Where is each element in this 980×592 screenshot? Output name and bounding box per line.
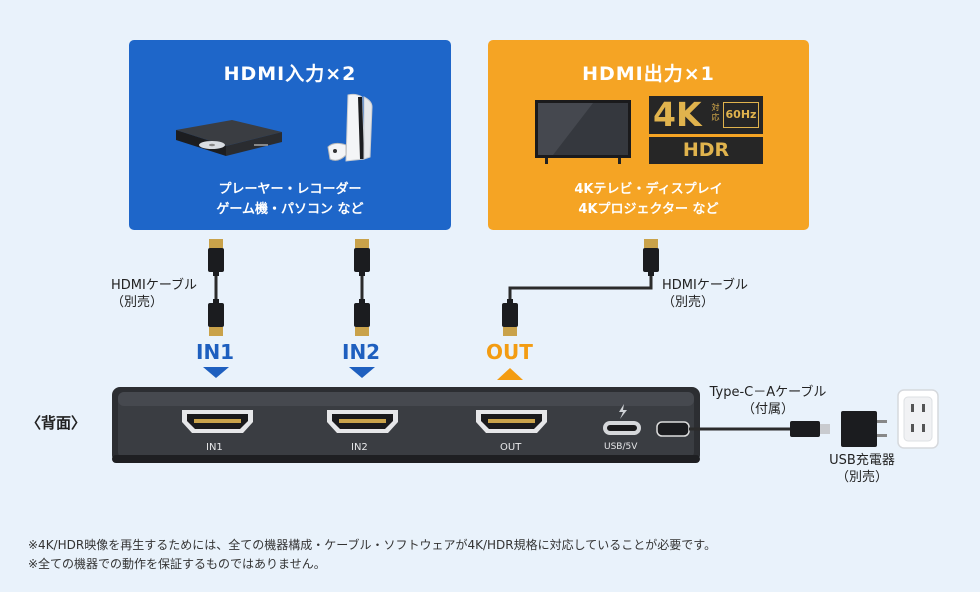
- charger-label: USB充電器 （別売）: [812, 452, 912, 486]
- hdmi-cable-in2: [354, 239, 370, 336]
- out-label: OUT: [486, 340, 533, 364]
- cable-label-right-line2: （別売）: [662, 295, 715, 310]
- cable-label-left: HDMIケーブル （別売）: [111, 277, 197, 311]
- hdmi-cable-out: [502, 239, 659, 336]
- port-text-in1: IN1: [206, 442, 223, 453]
- lightning-icon: [619, 404, 627, 419]
- usb-c-port: [603, 404, 641, 435]
- hdmi-input-desc: プレーヤー・レコーダー ゲーム機・パソコン など: [129, 180, 451, 220]
- hdmi-input-box: HDMI入力×2 プレーヤー・レコーダー ゲーム機・パソコン など: [129, 40, 451, 230]
- in1-label: IN1: [196, 340, 235, 364]
- hdr-badge: HDR: [649, 137, 763, 164]
- hdmi-port-in1: [182, 410, 253, 433]
- 4k-badge-text: 4K: [653, 95, 702, 134]
- port-text-in2: IN2: [351, 442, 368, 453]
- wall-outlet-icon: [897, 389, 939, 449]
- hdmi-input-title: HDMI入力×2: [223, 63, 357, 85]
- cable-label-left-line1: HDMIケーブル: [111, 278, 198, 293]
- switch-device-back: [112, 387, 700, 463]
- tv-icon: [535, 100, 631, 164]
- out-arrow-icon: [497, 368, 523, 380]
- port-text-usb: USB/5V: [604, 442, 638, 452]
- in2-arrow-icon: [349, 367, 375, 378]
- usb-charger-icon: [841, 411, 887, 447]
- 4k-badge-taio: 対応: [711, 103, 720, 122]
- in1-arrow-icon: [203, 367, 229, 378]
- port-text-out: OUT: [500, 442, 522, 453]
- cable-label-right-line1: HDMIケーブル: [662, 278, 749, 293]
- hdmi-cable-in1: [208, 239, 224, 336]
- hdmi-port-out: [476, 410, 547, 433]
- hdmi-input-desc-line1: プレーヤー・レコーダー: [218, 182, 362, 197]
- back-label: 〈背面〉: [26, 414, 87, 432]
- usb-c-cable: [656, 421, 830, 437]
- in2-label: IN2: [342, 340, 381, 364]
- usb-cable-label-line2: （付属）: [741, 402, 794, 417]
- hdmi-output-desc-line2: 4Kプロジェクター など: [578, 202, 719, 217]
- hdmi-port-in2: [327, 410, 398, 433]
- cable-label-left-line2: （別売）: [111, 295, 164, 310]
- hdmi-output-desc-line1: 4Kテレビ・ディスプレイ: [574, 182, 723, 197]
- cable-label-right: HDMIケーブル （別売）: [662, 277, 748, 311]
- hdmi-output-desc: 4Kテレビ・ディスプレイ 4Kプロジェクター など: [488, 180, 809, 220]
- charger-label-line1: USB充電器: [829, 453, 895, 468]
- footnote-1: ※4K/HDR映像を再生するためには、全ての機器構成・ケーブル・ソフトウェアが4…: [28, 538, 717, 552]
- usb-cable-label-line1: Type-C－Aケーブル: [709, 385, 827, 400]
- charger-label-line2: （別売）: [835, 470, 888, 485]
- game-console-icon: [327, 93, 373, 162]
- hdmi-output-title: HDMI出力×1: [582, 63, 715, 85]
- usb-cable-label: Type-C－Aケーブル （付属）: [700, 384, 836, 418]
- hdmi-output-box: HDMI出力×1 4K 対応 60Hz HDR 4Kテレビ・ディスプレイ 4Kプ…: [488, 40, 809, 230]
- hdmi-input-desc-line2: ゲーム機・パソコン など: [216, 202, 364, 217]
- 4k-badge-hz: 60Hz: [723, 102, 759, 128]
- footnote-2: ※全ての機器での動作を保証するものではありません。: [28, 557, 326, 571]
- blu-ray-player-icon: [176, 120, 282, 156]
- 4k-badge: 4K 対応 60Hz: [649, 96, 763, 134]
